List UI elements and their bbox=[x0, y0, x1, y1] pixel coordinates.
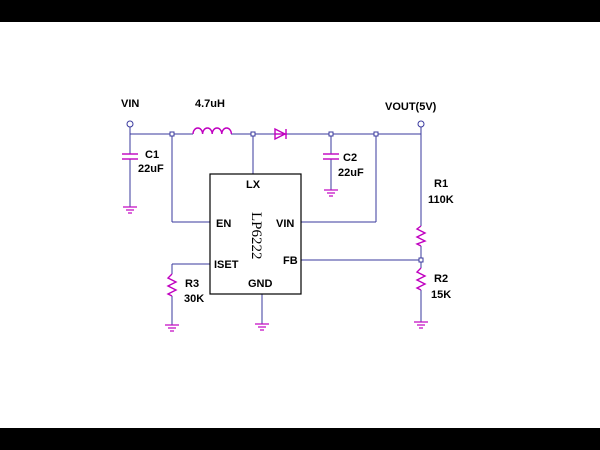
junction-c2 bbox=[328, 131, 334, 137]
c1-ground-icon bbox=[123, 206, 137, 214]
junction-en bbox=[169, 131, 175, 137]
chip-name: LP6222 bbox=[248, 212, 264, 260]
c1-capacitor-symbol bbox=[122, 153, 138, 160]
r3-value-label: 30K bbox=[184, 293, 204, 305]
chip-ground-icon bbox=[255, 323, 269, 331]
junction-fb bbox=[418, 257, 424, 263]
junction-chip-vin bbox=[373, 131, 379, 137]
pin-iset-label: ISET bbox=[214, 259, 239, 271]
inductor-value-label: 4.7uH bbox=[195, 98, 225, 110]
c2-name-label: C2 bbox=[343, 152, 357, 164]
c2-value-label: 22uF bbox=[338, 167, 364, 179]
c2-capacitor-symbol bbox=[323, 153, 339, 160]
diode-symbol bbox=[274, 127, 287, 141]
junction-lx bbox=[250, 131, 256, 137]
pin-vin-label: VIN bbox=[276, 218, 294, 230]
r2-name-label: R2 bbox=[434, 273, 448, 285]
c1-value-label: 22uF bbox=[138, 163, 164, 175]
r1-value-label: 110K bbox=[428, 194, 454, 206]
r2-ground-icon bbox=[414, 321, 428, 329]
r3-name-label: R3 bbox=[185, 278, 199, 290]
vin-terminal bbox=[126, 120, 134, 128]
pin-en-label: EN bbox=[216, 218, 231, 230]
r2-resistor-symbol bbox=[415, 267, 427, 291]
r1-name-label: R1 bbox=[434, 178, 448, 190]
r2-value-label: 15K bbox=[431, 289, 451, 301]
pin-gnd-label: GND bbox=[248, 278, 273, 290]
vout-terminal bbox=[417, 120, 425, 128]
lp6222-chip-body bbox=[209, 173, 302, 295]
r3-ground-icon bbox=[165, 324, 179, 332]
c2-ground-icon bbox=[324, 189, 338, 197]
c1-name-label: C1 bbox=[145, 149, 159, 161]
inductor-symbol bbox=[192, 127, 233, 135]
vout-label: VOUT(5V) bbox=[385, 101, 437, 113]
pin-fb-label: FB bbox=[283, 255, 298, 267]
r3-resistor-symbol bbox=[166, 273, 178, 297]
vin-label: VIN bbox=[121, 98, 139, 110]
r1-resistor-symbol bbox=[415, 225, 427, 247]
pin-lx-label: LX bbox=[246, 179, 261, 191]
